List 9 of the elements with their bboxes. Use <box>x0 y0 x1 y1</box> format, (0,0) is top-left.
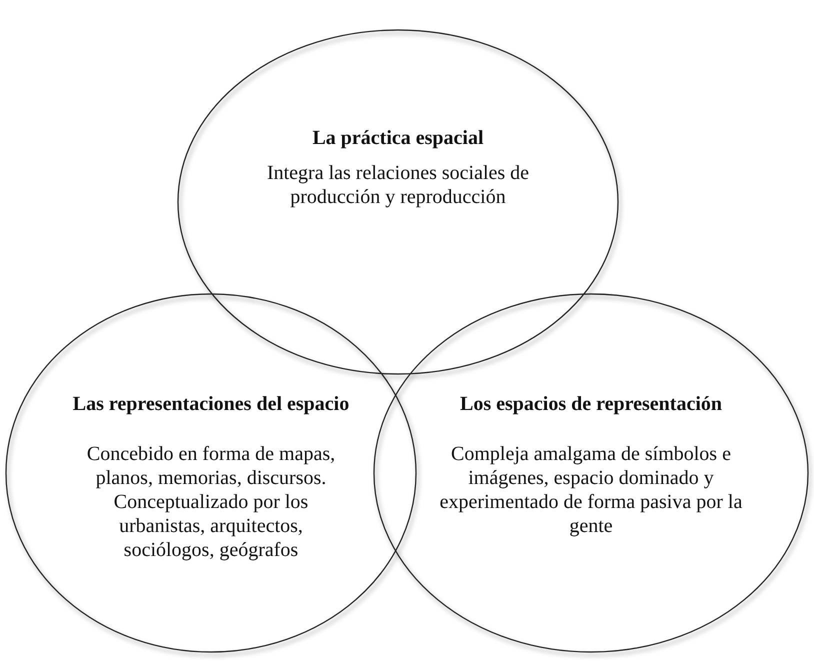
venn-circle <box>176 28 620 376</box>
venn-circle <box>4 292 418 654</box>
circle-description: Integra las relaciones sociales de producción y reproducción <box>266 161 530 209</box>
circle-heading: Los espacios de representación <box>458 392 724 416</box>
circle-heading: La práctica espacial <box>311 126 485 150</box>
circle-description: Compleja amalgama de símbolos e imágenes, espacio dominado y experimentado de forma pasiva por la gente <box>438 442 744 538</box>
circle-description: Concebido en forma de mapas, planos, memorias, discursos. Conceptualizado por los urbanistas, arquitectos, sociólogos, geógrafos <box>86 442 336 562</box>
venn-circle <box>372 292 810 654</box>
circle-heading: Las representaciones del espacio <box>72 392 350 416</box>
